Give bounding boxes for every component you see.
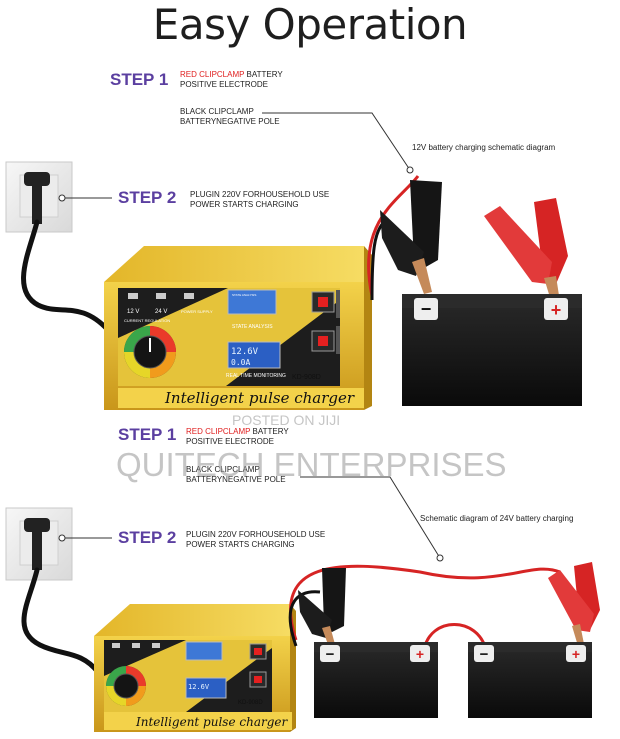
red-clipclamp-text-top: RED CLIPCLAMP [180,70,245,79]
charger-top: 12 V 24 V POWER SUPPLY CURRENT REGULATIO… [104,246,372,410]
battery-text-bottom: BATTERY [250,427,289,436]
model-label: KD-908D [292,374,321,381]
lcd-voltage: 12.6V [231,347,259,357]
positive-electrode-text-top: POSITIVE ELECTRODE [180,80,269,89]
red-clamp-bottom [548,562,600,646]
diagram-note-top: 12V battery charging schematic diagram [412,143,556,152]
black-clipclamp-caption-top: BLACK CLIPCLAMP BATTERYNEGATIVE POLE [180,107,280,127]
label-state: STATE ANALYSIS [232,324,273,330]
page-title: Easy Operation [152,0,468,49]
black-clipclamp-text-bottom: BLACK CLIPCLAMP [186,465,260,474]
black-clipclamp-caption-bottom: BLACK CLIPCLAMP BATTERYNEGATIVE POLE [186,465,286,485]
brand-label-top: Intelligent pulse charger [164,389,355,407]
step1-bottom-caption: RED CLIPCLAMP BATTERY POSITIVE ELECTRODE [186,427,289,447]
diagram-note-bottom: Schematic diagram of 24V battery chargin… [420,514,574,523]
label-24v: 24 V [155,309,167,315]
power-cord-top [21,219,111,333]
negative-pole-text-bottom: BATTERYNEGATIVE POLE [186,475,286,484]
power-starts-text-bottom: POWER STARTS CHARGING [186,540,295,549]
minus-terminal-b1: − [326,646,335,663]
step2-top-label: STEP 2 [118,188,177,207]
plugin-text-bottom: PLUGIN 220V FORHOUSEHOLD USE [186,530,326,539]
plus-terminal-top: + [551,300,562,320]
red-clipclamp-text-bottom: RED CLIPCLAMP [186,427,251,436]
watermark-company: QUITECH ENTERPRISES [116,446,507,483]
power-cord-bottom [21,567,101,675]
brand-label-bottom: Intelligent pulse charger [135,715,289,729]
watermark-posted: POSTED ON JIJI [232,412,341,428]
plus-terminal-b1: + [416,646,424,662]
battery-text-top: BATTERY [244,70,283,79]
battery-bottom-right: − + [468,642,592,718]
step2-bottom-label: STEP 2 [118,528,177,547]
black-clamp-top [380,180,442,294]
label-power: POWER SUPPLY [181,309,213,314]
jumper-cable-bottom [422,623,488,651]
black-clamp-bottom [298,568,346,650]
label-state-mini: STATE ANALYSIS [232,293,256,297]
black-cable-bottom [288,590,321,647]
step1-top-label: STEP 1 [110,70,169,89]
black-clipclamp-text-top: BLACK CLIPCLAMP [180,107,254,116]
lcd-voltage-bottom: 12.6V [188,683,210,691]
wall-outlet-bottom [5,507,73,581]
plugin-text-top: PLUGIN 220V FORHOUSEHOLD USE [190,190,330,199]
label-12v: 12 V [127,309,139,315]
model-label-bottom: KD-908D [238,700,263,706]
label-current: CURRENT REGULATION [124,318,170,323]
minus-terminal-top: − [421,299,432,319]
step1-top-caption: RED CLIPCLAMP BATTERY POSITIVE ELECTRODE [180,70,283,90]
plus-terminal-b2: + [572,646,580,662]
power-starts-text-top: POWER STARTS CHARGING [190,200,299,209]
step2-top-caption: PLUGIN 220V FORHOUSEHOLD USE POWER START… [190,190,329,210]
step2-bottom-caption: PLUGIN 220V FORHOUSEHOLD USE POWER START… [186,530,325,550]
positive-electrode-text-bottom: POSITIVE ELECTRODE [186,437,275,446]
negative-pole-text-top: BATTERYNEGATIVE POLE [180,117,280,126]
red-clamp-top [484,198,568,304]
step1-bottom-label: STEP 1 [118,425,177,444]
label-realtime: REAL TIME MONITORING [226,373,286,379]
battery-top: − + [402,294,582,406]
red-cable-bottom [289,564,561,641]
charger-bottom: 12.6V KD-908D Intelligent pulse charger [94,604,296,732]
minus-terminal-b2: − [480,646,489,663]
lcd-amps: 0.0A [231,358,250,367]
battery-bottom-left: − + [314,642,438,718]
